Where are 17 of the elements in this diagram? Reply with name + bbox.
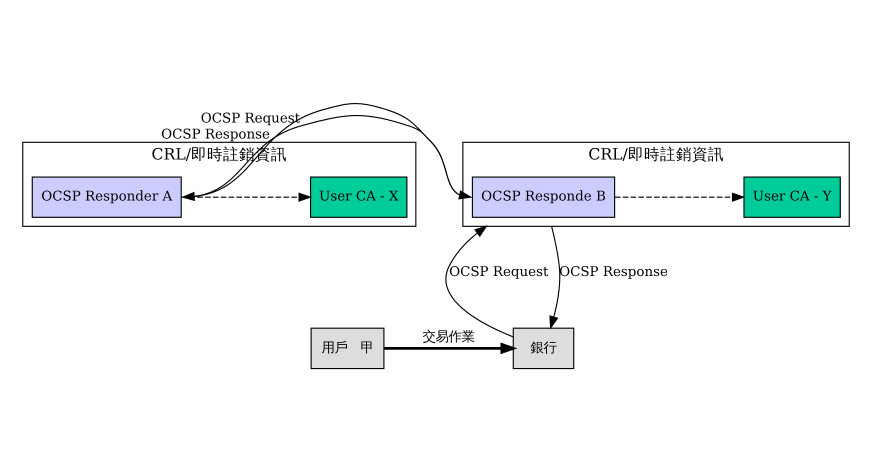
arrow [182,192,312,202]
arrow [384,342,518,354]
node-box: User CA - X [310,176,408,218]
arrow [614,192,746,202]
node-box: 銀行 [512,328,574,370]
edge-label: OCSP Request [200,111,300,126]
arrow [445,225,514,338]
edge-label: OCSP Response [559,265,668,280]
edge-label: OCSP Request [449,265,548,280]
arrow [181,115,471,202]
edge-label: 交易作業 [422,330,475,346]
node-box: User CA - Y [743,176,841,218]
arrow [549,226,560,330]
node-box: 用戶 甲 [310,328,384,370]
node-box: OCSP Responder A [32,176,182,218]
edge-label: OCSP Response [161,128,270,143]
node-box: OCSP Responde B [472,176,616,218]
